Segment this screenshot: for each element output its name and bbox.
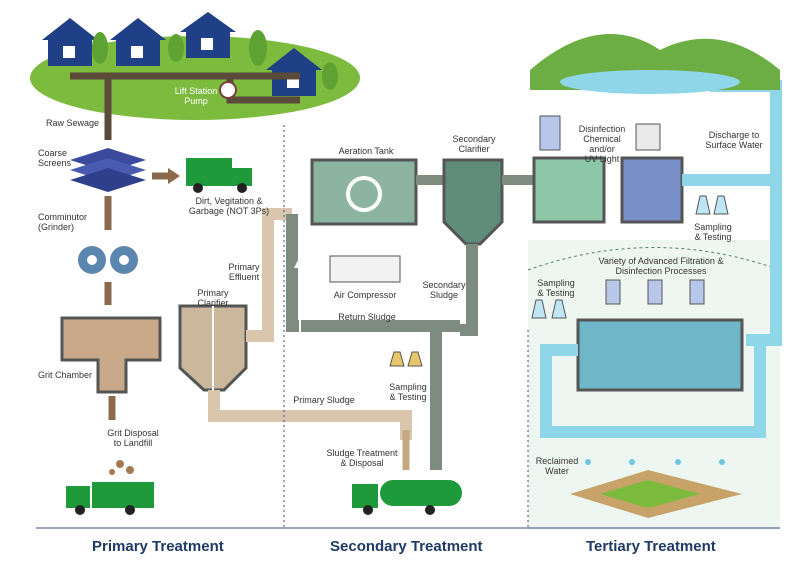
reclaimed-water-pipe — [540, 340, 766, 438]
sludge-treatment-label: Sludge Treatment & Disposal — [326, 448, 398, 468]
return-sludge-pipe — [286, 214, 460, 332]
aeration-tank-label: Aeration Tank — [338, 146, 394, 156]
raw-sewage-label: Raw Sewage — [46, 118, 100, 128]
aeration-mixing-icon — [346, 176, 382, 212]
sampling-flask-icon — [389, 351, 423, 367]
sprinkler-icon — [585, 459, 725, 465]
secondary-clarifier-label: Secondary Clarifier — [452, 134, 496, 154]
tree-icon — [92, 30, 338, 90]
house-icon — [42, 18, 98, 66]
sampling-testing-tertiary-right-label: Sampling & Testing — [694, 222, 732, 242]
grit-chamber-label: Grit Chamber — [38, 370, 93, 380]
secondary-treatment-heading: Secondary Treatment — [330, 538, 483, 555]
dirt-garbage-label: Dirt, Vegitation & Garbage (NOT 3Ps) — [188, 196, 270, 216]
advanced-filtration-label: Variety of Advanced Filtration & Disinfe… — [598, 256, 724, 276]
primary-effluent-label: Primary Effluent — [228, 262, 260, 282]
grinder-gears-icon — [78, 246, 138, 274]
primary-clarifier-label: Primary Clarifier — [197, 288, 229, 308]
house-icon — [180, 12, 236, 58]
secondary-sludge-pipe — [460, 244, 478, 336]
discharge-label: Discharge to Surface Water — [705, 130, 763, 150]
disinfection-tank — [532, 156, 606, 224]
sampling-flask-icon — [695, 195, 729, 215]
dirt-truck-icon — [186, 158, 252, 193]
filtration-dispenser-icon — [605, 279, 705, 305]
lake — [560, 70, 740, 94]
primary-treatment-heading: Primary Treatment — [92, 538, 224, 555]
primary-sludge-label: Primary Sludge — [293, 395, 355, 405]
grit-chamber-tank — [60, 316, 162, 394]
air-compressor-icon — [329, 255, 401, 283]
tertiary-dashed-boundary — [527, 247, 781, 271]
comminutor-label: Comminutor (Grinder) — [38, 212, 88, 232]
sampling-testing-secondary-label: Sampling & Testing — [389, 382, 427, 402]
arrow-head — [168, 168, 180, 184]
grit-pile-icon — [109, 460, 134, 475]
primary-sludge-pipe — [208, 390, 412, 440]
grit-disposal-label: Grit Disposal to Landfill — [107, 428, 159, 448]
lift-station-label: Lift Station Pump — [174, 86, 218, 106]
coarse-screens-label: Coarse Screens — [38, 148, 72, 168]
chemical-dispenser-icon — [539, 115, 561, 151]
return-sludge-label: Return Sludge — [338, 312, 396, 322]
sampling-flask-icon — [531, 299, 567, 319]
uv-light-tank — [620, 156, 684, 224]
infield-grass — [600, 480, 700, 508]
coarse-screen-icon — [70, 148, 146, 192]
reclaimed-water-label: Reclaimed Water — [535, 456, 579, 476]
air-compressor-label: Air Compressor — [333, 290, 397, 300]
tertiary-treatment-heading: Tertiary Treatment — [586, 538, 716, 555]
aeration-tank — [310, 158, 418, 226]
lift-station-pump-icon — [219, 81, 237, 99]
primary-effluent-pipe — [246, 208, 292, 342]
disinfection-label: Disinfection Chemical and/or UV Light — [578, 124, 626, 164]
uv-control-icon — [635, 123, 661, 151]
house-icon — [110, 18, 166, 66]
tanker-truck-icon — [352, 480, 462, 515]
sampling-testing-tertiary-left-label: Sampling & Testing — [537, 278, 575, 298]
secondary-clarifier-tank — [442, 158, 504, 246]
landfill-truck-icon — [66, 482, 154, 515]
secondary-sludge-label: Secondary Sludge — [422, 280, 466, 300]
advanced-filtration-tank — [576, 318, 744, 392]
